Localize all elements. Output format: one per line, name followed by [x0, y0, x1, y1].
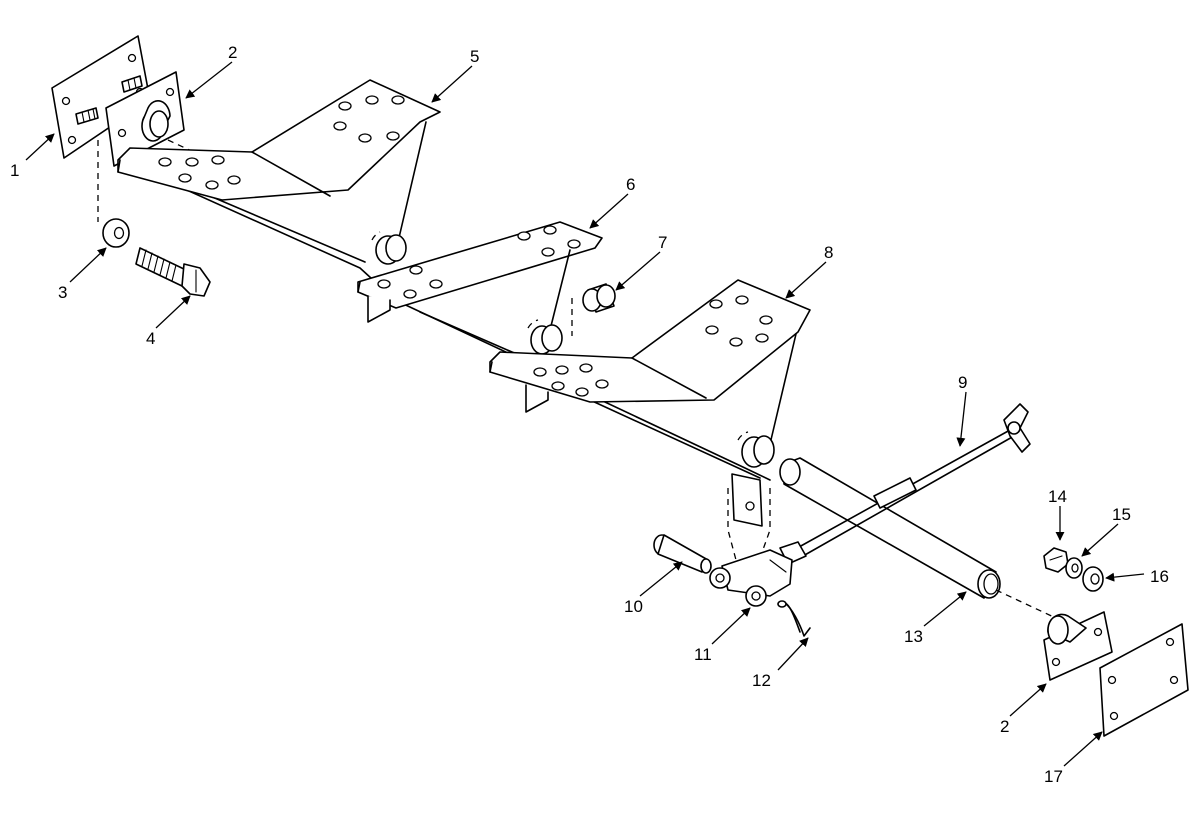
part-7-bushing: [582, 283, 616, 313]
callout-15: 15: [1112, 505, 1131, 524]
part-4-bolt: [135, 247, 211, 297]
main-frame-bar: [119, 159, 771, 481]
callout-leaders: [25, 61, 1145, 767]
callout-labels: 1 2 3 4 5 6 7 8 9 10 11 12 13 14 15 16 2…: [10, 43, 1169, 786]
part-12-hairpin-clip: [777, 600, 811, 637]
callout-9: 9: [958, 373, 967, 392]
callout-11: 11: [694, 645, 712, 664]
part-15-lock-washer: [1065, 557, 1083, 579]
callout-14: 14: [1048, 487, 1067, 506]
callout-17: 17: [1044, 767, 1063, 786]
part-3-washer: [102, 218, 130, 248]
part-16-flat-washer: [1082, 566, 1104, 592]
callout-12: 12: [752, 671, 771, 690]
part-17-end-plate: [1099, 623, 1189, 737]
part-9-adjusting-rod: [779, 403, 1031, 565]
frame-bushing-upper: [371, 231, 407, 265]
part-5-step-plate: [117, 79, 441, 243]
callout-7: 7: [658, 233, 667, 252]
callout-8: 8: [824, 243, 833, 262]
callout-4: 4: [146, 329, 155, 348]
part-11-clevis: [709, 549, 793, 607]
callout-13: 13: [904, 627, 923, 646]
part-10-clevis-pin: [653, 534, 712, 574]
callout-3: 3: [58, 283, 67, 302]
callout-10: 10: [624, 597, 643, 616]
callout-2-left: 2: [228, 43, 237, 62]
part-13-cross-tube: [779, 457, 1001, 599]
frame-bushing-lower: [731, 431, 775, 527]
part-6-bracket-plate: [357, 221, 603, 331]
callout-16: 16: [1150, 567, 1169, 586]
callout-6: 6: [626, 175, 635, 194]
part-2-bushing-plate-left: [105, 71, 185, 167]
frame-bushing-middle: [527, 319, 563, 355]
callout-2-right: 2: [1000, 717, 1009, 736]
part-14-nut: [1043, 547, 1069, 573]
part-8-step-plate: [489, 279, 811, 445]
callout-1: 1: [10, 161, 19, 180]
part-5-holes: [158, 95, 405, 190]
part-2-bushing-plate-right: [1043, 611, 1113, 681]
callout-5: 5: [470, 47, 479, 66]
